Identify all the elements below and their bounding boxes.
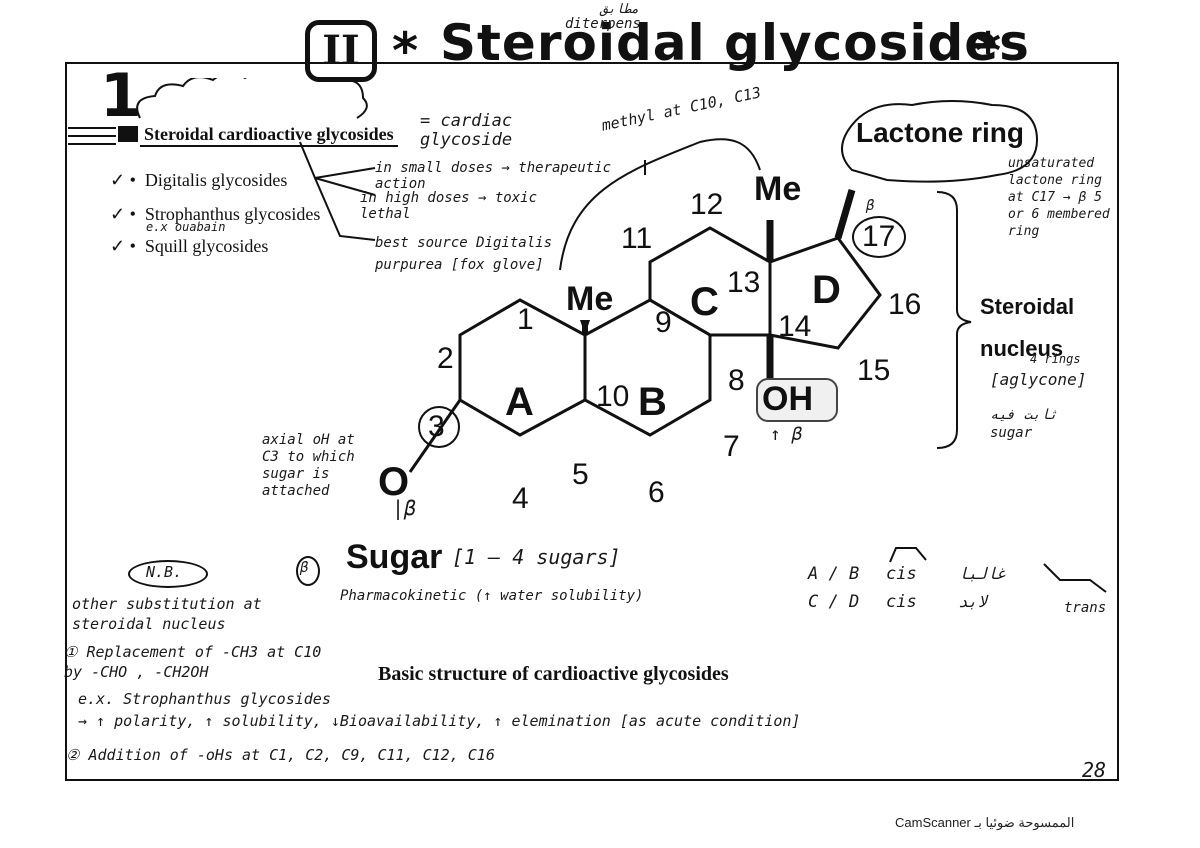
atom-15: 15 <box>857 354 891 387</box>
heading-marker <box>118 126 138 142</box>
ring-c-label: C <box>690 280 719 324</box>
methyl-c13-label: Me <box>754 170 802 208</box>
atom-1: 1 <box>517 303 534 336</box>
sugar-label: Sugar <box>346 538 443 576</box>
nucleus-note-rings: 4 rings <box>1030 352 1081 366</box>
dose-note-small: in small doses → therapeutic action <box>375 160 612 192</box>
cis-sketch <box>889 547 927 563</box>
heading-note: = cardiac glycoside <box>420 111 513 150</box>
section-title: Steroidal glycosides <box>440 14 1030 72</box>
atom-12: 12 <box>690 188 724 221</box>
section-star-right: * <box>975 22 1003 80</box>
nucleus-bracket <box>936 191 972 449</box>
heading-label: Steroidal cardioactive glycosides <box>140 124 398 147</box>
ring-b-label: B <box>638 380 667 424</box>
nucleus-note-aglycone: [aglycone] <box>990 370 1087 389</box>
nb-oval <box>128 560 208 588</box>
atom-6: 6 <box>648 476 665 509</box>
trans-sketch <box>1043 563 1107 593</box>
top-note-arabic: مطابق <box>600 2 640 17</box>
figure-caption: Basic structure of cardioactive glycosid… <box>378 663 729 685</box>
atom-11: 11 <box>621 222 653 255</box>
glycoside-label: Strophanthus glycosides <box>144 204 321 224</box>
sugar-beta-circle <box>296 556 320 586</box>
top-note: diterpens <box>565 16 641 32</box>
nb-label: N.B. <box>146 563 183 581</box>
fusion-cd-rings: C / D <box>808 592 860 612</box>
fusion-cd-arabic: لابد <box>958 592 987 611</box>
nucleus-note-sugar: ثابت فيه sugar <box>990 407 1058 441</box>
oh-beta-note: ↑ β <box>770 424 803 445</box>
nucleus-title: Steroidal nucleus <box>980 294 1075 361</box>
lactone-beta: β <box>866 198 875 214</box>
methyl-arrow <box>559 138 761 271</box>
glycoside-item-strophanthus: ✓ • Strophanthus glycosides <box>110 204 321 224</box>
fusion-trans: trans <box>1064 600 1107 616</box>
nb-line-3: e.x. Strophanthus glycosides <box>78 690 331 708</box>
atom-10: 10 <box>596 380 630 413</box>
atom-9: 9 <box>655 306 672 339</box>
oxygen-label: O <box>378 460 410 504</box>
dose-note-source: best source Digitalis purpurea [fox glov… <box>375 235 553 273</box>
fusion-cd-type: cis <box>886 592 917 612</box>
atom-5: 5 <box>572 458 589 491</box>
atom-17-circle <box>852 216 906 258</box>
atom-13: 13 <box>727 266 761 299</box>
dose-note-high: in high doses → toxic lethal <box>360 190 538 222</box>
nb-line-1: other substitution at steroidal nucleus <box>72 595 262 633</box>
heading-arrows <box>68 127 116 145</box>
methyl-c10-label: Me <box>566 280 614 318</box>
atom-8: 8 <box>728 364 745 397</box>
atom-16: 16 <box>888 288 922 321</box>
glycoside-label: Digitalis glycosides <box>144 170 288 190</box>
atom-14: 14 <box>778 310 812 343</box>
glycoside-note-ouabain: e.x ouabain <box>146 220 226 234</box>
section-star-left: * <box>392 22 420 80</box>
atom-2: 2 <box>437 342 454 375</box>
atom-7: 7 <box>723 430 740 463</box>
oxygen-beta-note: |β <box>392 496 417 520</box>
dose-arrows <box>299 141 376 241</box>
ring-a-label: A <box>505 380 534 424</box>
nb-line-5: ② Addition of -oHs at C1, C2, C9, C11, C… <box>66 746 495 764</box>
fusion-ab-arabic: غالبا <box>958 564 1007 583</box>
heading-cloud <box>136 78 368 119</box>
oh-highlight <box>756 378 838 422</box>
sugar-pk-note: Pharmacokinetic (↑ water solubility) <box>340 588 644 604</box>
axial-note: axial oH at C3 to which sugar is attache… <box>262 432 355 499</box>
atom-4: 4 <box>512 482 529 515</box>
oh-label: OH <box>762 380 813 418</box>
glycoside-item-squill: ✓ • Squill glycosides <box>110 236 269 256</box>
glycoside-label: Squill glycosides <box>144 236 269 256</box>
lactone-title: Lactone ring <box>856 117 1025 148</box>
sugar-beta: β <box>300 560 309 576</box>
lactone-cloud <box>841 100 1039 183</box>
lactone-note: unsaturated lactone ring at C17 → β 5 or… <box>1008 156 1110 239</box>
camscanner-watermark: CamScanner الممسوحة ضوئيا بـ <box>895 815 1075 830</box>
page-frame <box>65 62 1119 781</box>
glycoside-item-digitalis: ✓ • Digitalis glycosides <box>110 170 288 190</box>
sugar-note: [1 — 4 sugars] <box>452 545 621 569</box>
nb-line-2: ① Replacement of -CH3 at C10 by -CHO , -… <box>64 643 322 681</box>
nb-line-4: → ↑ polarity, ↑ solubility, ↓Bioavailabi… <box>78 712 801 730</box>
fusion-ab-rings: A / B <box>808 564 860 584</box>
section-roman-numeral: II <box>305 20 377 82</box>
heading-number: 1 <box>100 61 142 131</box>
atom-3-circle <box>418 406 460 448</box>
page-number: 28 <box>1082 758 1107 782</box>
ring-d-label: D <box>812 268 841 312</box>
fusion-ab-type: cis <box>886 564 917 584</box>
